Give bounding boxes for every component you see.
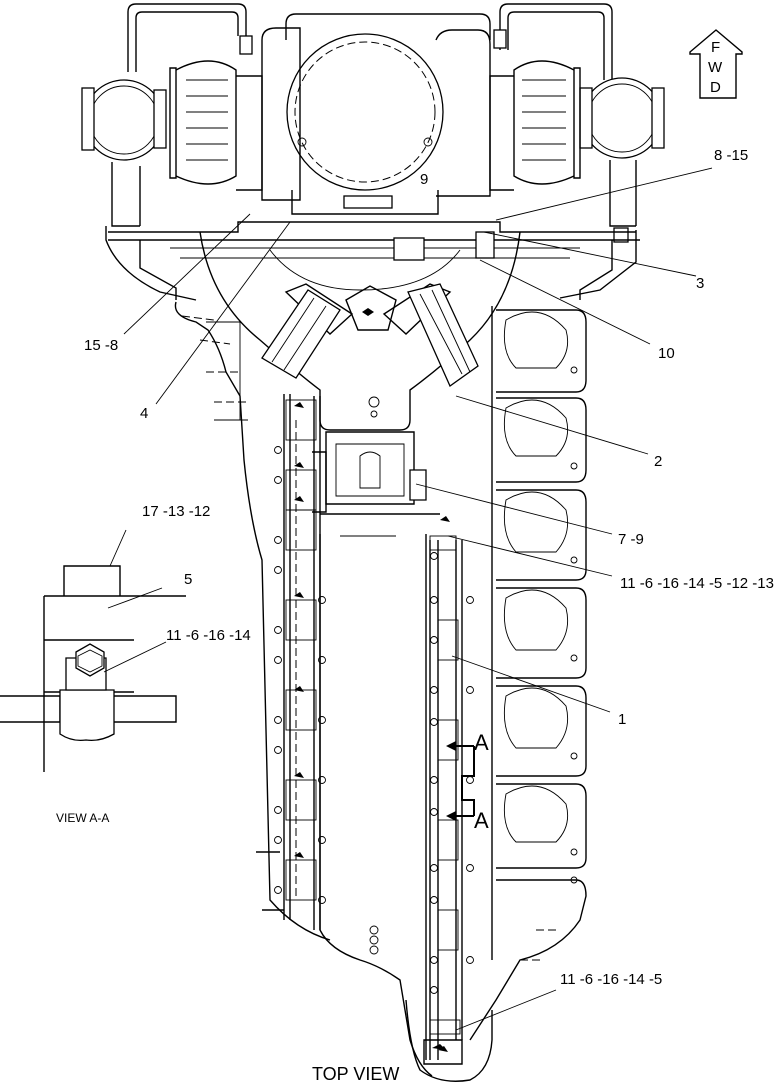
crankcase-center — [312, 396, 440, 537]
right-fuel-rail — [429, 516, 474, 1052]
callout-17-13-12: 17 -13 -12 — [142, 503, 210, 520]
aftercooler-housing — [261, 27, 491, 215]
callout-2: 2 — [654, 453, 662, 470]
left-exhaust-outline — [174, 301, 331, 941]
upper-manifold — [108, 221, 640, 300]
callout-4: 4 — [140, 405, 148, 422]
section-cut-line: A A — [446, 730, 489, 833]
rear-housing-outline — [405, 999, 493, 1082]
oil-pan-outline — [319, 534, 439, 1077]
callout-3: 3 — [696, 275, 704, 292]
top-piping — [127, 3, 613, 80]
fwd-letter-w: W — [708, 59, 723, 76]
right-cylinder-heads — [469, 306, 587, 1041]
fwd-letter-d: D — [710, 79, 721, 96]
left-turbocharger — [81, 60, 263, 301]
front-housing-outline — [199, 231, 521, 431]
callout-11-6-16-14: 11 -6 -16 -14 — [166, 627, 251, 644]
callout-1: 1 — [618, 711, 626, 728]
section-mark-a-upper: A — [474, 730, 489, 755]
view-aa-title: VIEW A-A — [56, 811, 109, 825]
intake-ducts — [261, 283, 479, 387]
section-mark-a-lower: A — [474, 808, 489, 833]
callout-labels: 8 -15 9 3 15 -8 10 4 2 7 -9 17 -13 -12 5… — [84, 147, 777, 988]
leader-lines — [103, 167, 713, 1031]
callout-11-6-16-14-5-12-13-17: 11 -6 -16 -14 -5 -12 -13 -17 — [620, 575, 777, 592]
left-cylinder-bank — [256, 394, 326, 930]
right-turbocharger — [489, 60, 665, 299]
callout-10: 10 — [658, 345, 675, 362]
callout-9: 9 — [420, 171, 428, 188]
view-aa-detail — [0, 565, 186, 772]
callout-5: 5 — [184, 571, 192, 588]
top-view-title: TOP VIEW — [312, 1064, 399, 1084]
fwd-letter-f: F — [711, 39, 720, 56]
forward-direction-arrow: F W D — [689, 29, 743, 99]
callout-15-8: 15 -8 — [84, 337, 118, 354]
callout-7-9: 7 -9 — [618, 531, 644, 548]
callout-11-6-16-14-5: 11 -6 -16 -14 -5 — [560, 971, 662, 988]
callout-8-15: 8 -15 — [714, 147, 748, 164]
